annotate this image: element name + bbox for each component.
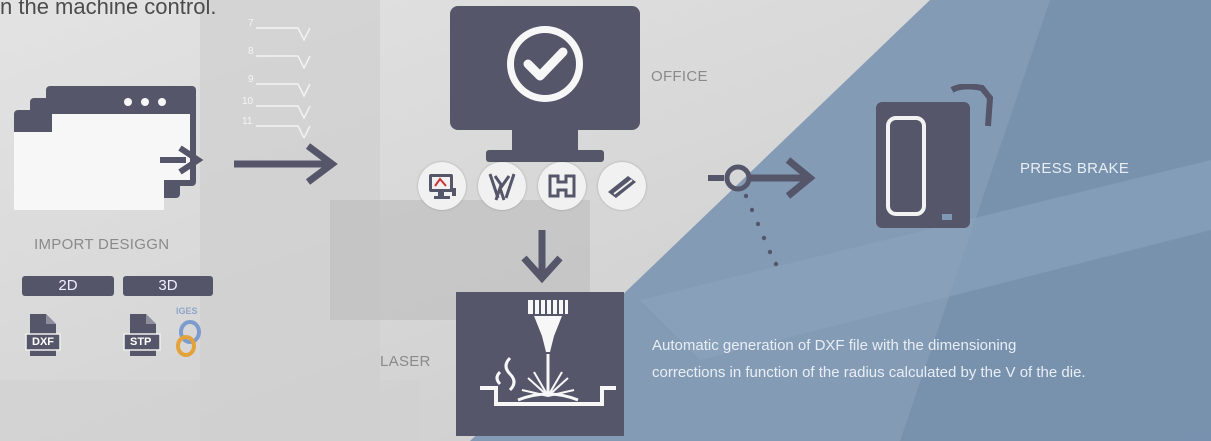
stp-file-graphic [123,314,161,356]
description-line-2: corrections in function of the radius ca… [652,364,1086,381]
ruler-tick-9: 9 [248,74,254,85]
stp-file-icon: STP [122,312,164,360]
sheets-icon [608,173,636,198]
laser-icon [456,292,624,436]
dxf-file-icon: DXF [24,312,64,360]
iges-file-icon: IGES [168,306,212,362]
arrow-right-icon [234,143,338,185]
import-design-label: IMPORT DESIGGN [34,236,170,253]
ruler-graphic [256,27,311,140]
ruler-tick-7: 7 [248,18,254,29]
stp-file-label: STP [130,336,152,348]
office-label: OFFICE [651,68,708,85]
dxf-file-graphic [25,314,61,356]
3d-button[interactable]: 3D [123,276,213,296]
connector-arrow-icon [708,157,816,267]
iges-graphic [176,320,201,357]
header-fragment: n the machine control. [0,0,217,19]
software-circle-1[interactable] [418,162,466,210]
software-circle-2[interactable] [478,162,526,210]
software-circle-3[interactable] [538,162,586,210]
software-circle-4[interactable] [598,162,646,210]
monitor-check-icon [450,6,640,162]
laser-label: LASER [380,353,431,370]
dxf-file-label: DXF [32,336,54,348]
press-brake-icon [876,84,994,228]
bend-tool-icon [488,173,516,201]
arrow-down-icon [521,230,563,284]
windows-icon [14,86,204,210]
profile-icon [548,174,576,198]
press-brake-label: PRESS BRAKE [1020,160,1130,177]
ruler-tick-11: 11 [242,116,253,127]
ruler-tick-10: 10 [242,96,254,107]
description-line-1: Automatic generation of DXF file with th… [652,337,1017,354]
ruler: 7 8 9 10 11 [236,18,326,140]
iges-label: IGES [176,306,198,316]
cad-monitor-icon [429,174,456,199]
ruler-tick-8: 8 [248,46,254,57]
2d-button[interactable]: 2D [22,276,114,296]
